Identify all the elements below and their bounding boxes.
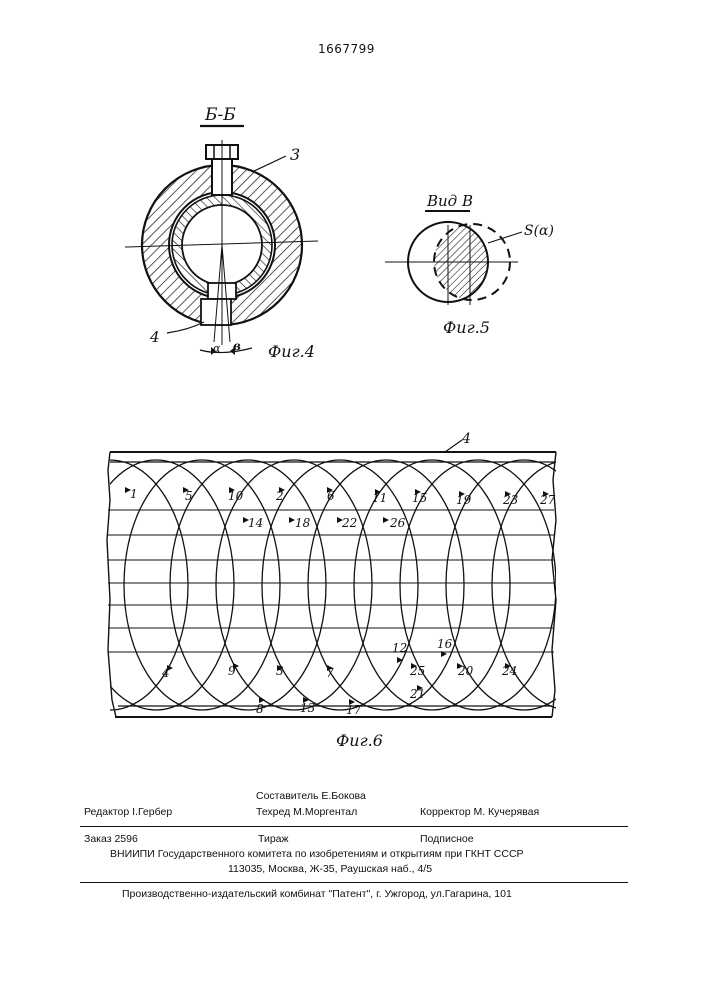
imprint-compiler: Составитель Е.Бокова xyxy=(256,790,366,802)
fig6-label-12: 12 xyxy=(392,641,407,655)
fig6-label-22: 22 xyxy=(341,516,357,530)
fig6-label-26: 26 xyxy=(389,516,406,530)
imprint-editor: Редактор І.Гербер xyxy=(84,806,172,818)
imprint-address: 113035, Москва, Ж-35, Раушская наб., 4/5 xyxy=(228,863,432,875)
fig6-label-19: 19 xyxy=(456,493,472,507)
imprint-publisher: Производственно-издательский комбинат "П… xyxy=(122,888,512,900)
imprint-circulation: Тираж xyxy=(258,833,289,845)
fig6-label-11: 11 xyxy=(372,491,387,505)
fig6-label-16: 16 xyxy=(437,637,453,651)
imprint-corrector: Корректор М. Кучерявая xyxy=(420,806,539,818)
fig6-label-1: 1 xyxy=(130,487,138,501)
fig6-label-8: 8 xyxy=(256,702,264,716)
fig6-label-27: 27 xyxy=(539,493,556,507)
fig6-label-13: 13 xyxy=(300,701,316,715)
fig6-label-18: 18 xyxy=(295,516,311,530)
fig6-label-23: 23 xyxy=(502,493,519,507)
imprint-divider-1 xyxy=(80,826,628,827)
fig6-label-14: 14 xyxy=(248,516,263,530)
fig6-arc xyxy=(124,460,280,710)
fig6-arc xyxy=(78,460,234,710)
fig6-label-15: 15 xyxy=(412,491,427,505)
fig6-caption: Фиг.6 xyxy=(336,731,383,750)
fig6-part-4: 4 xyxy=(461,431,471,447)
imprint-techred: Техред М.Моргентал xyxy=(256,806,357,818)
fig6-label-17: 17 xyxy=(346,703,362,717)
imprint-order: Заказ 2596 xyxy=(84,833,138,845)
fig6-arc xyxy=(262,460,418,710)
fig6-arc xyxy=(170,460,326,710)
imprint-subscription: Подписное xyxy=(420,833,474,845)
imprint-divider-2 xyxy=(80,882,628,883)
fig6-arrowhead xyxy=(383,517,389,523)
imprint-institute: ВНИИПИ Государственного комитета по изоб… xyxy=(110,848,524,860)
